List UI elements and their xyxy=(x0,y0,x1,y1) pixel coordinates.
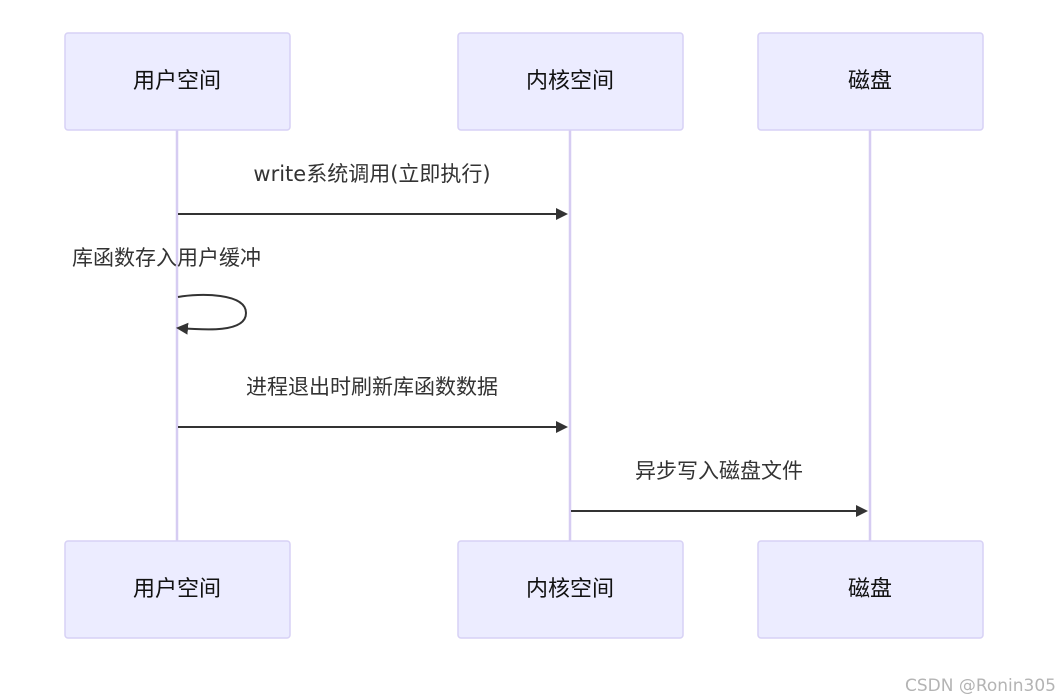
message-write-syscall-label: write系统调用(立即执行) xyxy=(253,162,490,186)
watermark: CSDN @Ronin305 xyxy=(904,676,1056,696)
actor-bottom-user: 用户空间 xyxy=(64,540,291,639)
actor-top-disk: 磁盘 xyxy=(757,32,984,131)
actor-bottom-user-label: 用户空间 xyxy=(133,577,221,602)
actor-bottom-disk-label: 磁盘 xyxy=(848,577,892,602)
message-library-buffer-label: 库函数存入用户缓冲 xyxy=(72,246,261,270)
message-write-syscall: write系统调用(立即执行) xyxy=(178,162,568,220)
actor-top-user: 用户空间 xyxy=(64,32,291,131)
actor-bottom-disk: 磁盘 xyxy=(757,540,984,639)
actor-top-kernel-label: 内核空间 xyxy=(526,69,614,94)
message-library-buffer: 库函数存入用户缓冲 xyxy=(72,246,261,335)
actor-bottom-kernel-label: 内核空间 xyxy=(526,577,614,602)
message-async-write-label: 异步写入磁盘文件 xyxy=(635,459,803,483)
message-flush-on-exit-label: 进程退出时刷新库函数数据 xyxy=(246,375,498,399)
actor-top-disk-label: 磁盘 xyxy=(848,69,892,94)
message-flush-on-exit: 进程退出时刷新库函数数据 xyxy=(178,375,568,433)
message-library-buffer-loop xyxy=(176,293,248,335)
actor-top-user-label: 用户空间 xyxy=(133,69,221,94)
actor-bottom-kernel: 内核空间 xyxy=(457,540,684,639)
actor-top-kernel: 内核空间 xyxy=(457,32,684,131)
message-async-write: 异步写入磁盘文件 xyxy=(571,459,868,517)
